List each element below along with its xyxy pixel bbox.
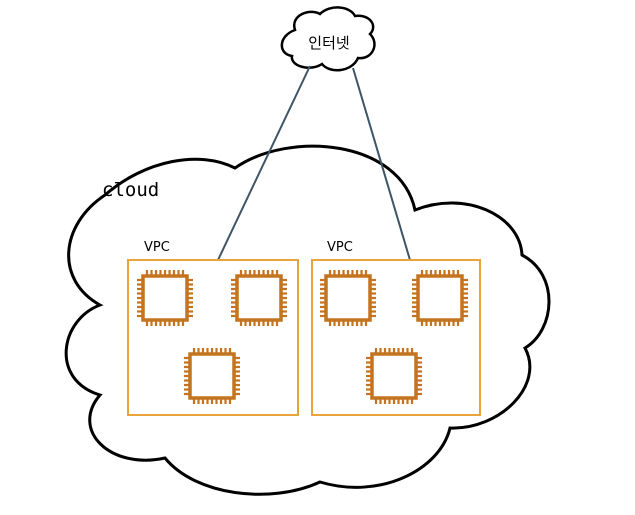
- processor-chip-icon: [320, 270, 376, 326]
- link-internet-to-vpc-2: [352, 67, 411, 261]
- processor-chip-icon: [137, 270, 193, 326]
- vpc-2-label: VPC: [327, 240, 353, 255]
- processor-chip-icon: [231, 270, 287, 326]
- vpc-1-label: VPC: [144, 240, 170, 255]
- instances-group: [137, 270, 468, 404]
- vpc-box-1: [127, 259, 299, 416]
- processor-chip-icon: [366, 348, 422, 404]
- link-internet-to-vpc-1: [217, 65, 311, 261]
- internet-label: 인터넷: [308, 34, 349, 52]
- cloud-label: cloud: [102, 179, 159, 201]
- internet-cloud-shape: [280, 6, 376, 72]
- processor-chip-icon: [412, 270, 468, 326]
- vpc-box-2: [311, 259, 481, 416]
- processor-chip-icon: [184, 348, 240, 404]
- cloud-outline: [64, 144, 551, 496]
